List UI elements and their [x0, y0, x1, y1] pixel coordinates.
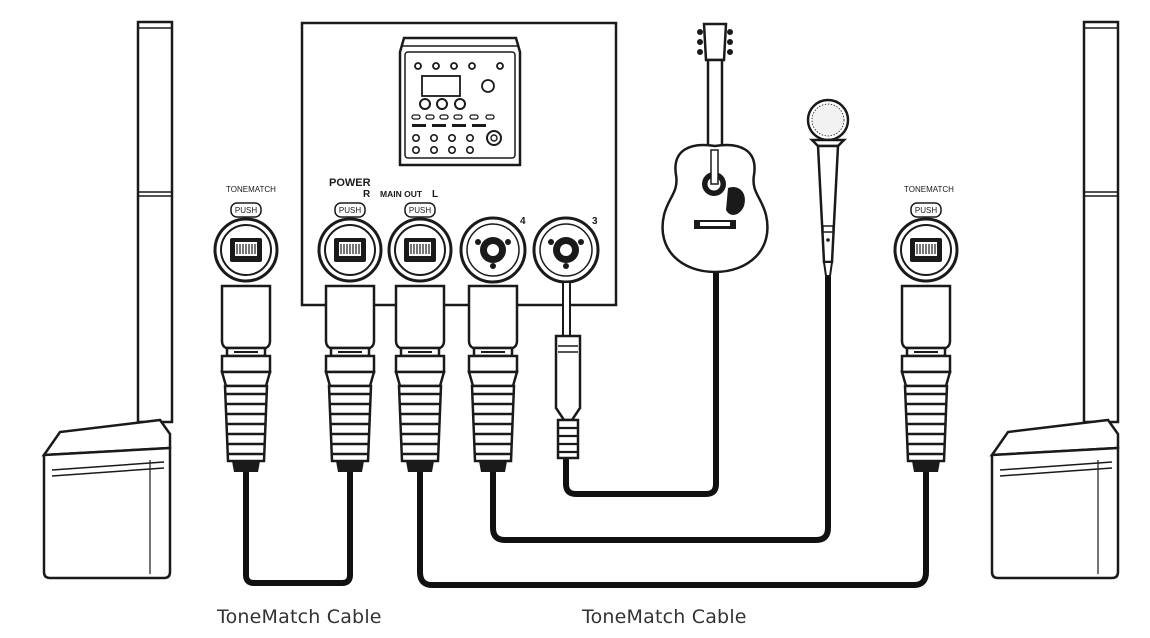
tonematch-label-right: TONEMATCH [904, 185, 954, 194]
left-channel-label: L [432, 189, 438, 200]
channel-4-label: 4 [520, 216, 526, 227]
xlr-plug-input-4 [467, 284, 519, 474]
xlr-plug-main-out-l [394, 284, 446, 474]
right-speaker [989, 20, 1120, 580]
push-tab-right-speaker[interactable]: PUSH [910, 202, 942, 218]
quarter-inch-plug [554, 281, 582, 460]
svg-text:PUSH: PUSH [409, 206, 431, 215]
svg-text:PUSH: PUSH [915, 206, 937, 215]
tonematch-label-left: TONEMATCH [226, 185, 276, 194]
right-channel-label: R [363, 189, 371, 200]
svg-text:PUSH: PUSH [235, 206, 257, 215]
xlr-plug-left-speaker [220, 284, 272, 474]
input-3-combo-jack[interactable] [532, 216, 600, 284]
push-tab-left-speaker[interactable]: PUSH [230, 202, 262, 218]
tonematch-jack-right-speaker[interactable] [893, 217, 959, 283]
svg-text:PUSH: PUSH [339, 206, 361, 215]
tonematch-cable-right [417, 467, 929, 588]
tonematch-cable-caption-right: ToneMatch Cable [582, 606, 747, 628]
xlr-plug-power-r [324, 284, 376, 474]
main-out-l-jack[interactable] [387, 217, 453, 283]
push-tab-power-r[interactable]: PUSH [334, 202, 366, 218]
microphone-cable [490, 273, 831, 543]
cables [243, 269, 929, 588]
channel-3-label: 3 [592, 216, 598, 227]
left-speaker [41, 20, 174, 580]
main-out-label: MAIN OUT [380, 189, 423, 199]
microphone-icon [806, 98, 850, 277]
power-label: POWER [329, 177, 371, 189]
xlr-plug-right-speaker [900, 284, 952, 474]
guitar-cable [563, 269, 719, 497]
input-4-combo-jack[interactable] [459, 216, 527, 284]
tonematch-jack-left-speaker[interactable] [213, 217, 279, 283]
mixer-device [398, 36, 522, 167]
acoustic-guitar-icon [661, 22, 769, 274]
push-tab-main-out-l[interactable]: PUSH [404, 202, 436, 218]
tonematch-cable-left [243, 467, 353, 586]
tonematch-cable-caption-left: ToneMatch Cable [217, 606, 382, 628]
power-r-jack[interactable] [317, 217, 383, 283]
